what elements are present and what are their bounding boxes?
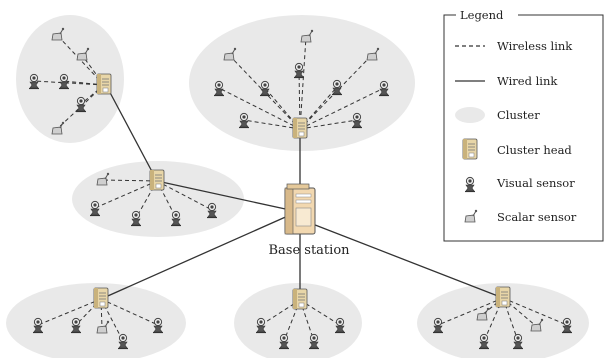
legend-label-wireless: Wireless link bbox=[497, 39, 573, 53]
cluster-top-left bbox=[16, 15, 124, 143]
cluster-bottom-right bbox=[417, 283, 589, 358]
legend-label-scalar-sensor: Scalar sensor bbox=[497, 210, 577, 224]
cluster-head-icon bbox=[96, 73, 112, 95]
cluster-head-icon bbox=[292, 117, 308, 139]
legend-label-visual-sensor: Visual sensor bbox=[496, 176, 575, 190]
cluster-head-icon bbox=[149, 169, 165, 191]
cluster-head-icon bbox=[495, 286, 511, 308]
cluster-head-icon bbox=[292, 288, 308, 310]
cluster-bottom-left bbox=[6, 283, 186, 358]
legend-label-wired: Wired link bbox=[497, 74, 558, 88]
legend-label-cluster-head: Cluster head bbox=[497, 143, 572, 157]
cluster-head-icon bbox=[93, 287, 109, 309]
legend-title: Legend bbox=[460, 8, 504, 22]
legend-label-cluster: Cluster bbox=[497, 108, 540, 122]
legend: Legend Wireless link Wired link Cluster … bbox=[443, 8, 604, 242]
cluster-bottom-center bbox=[234, 283, 362, 358]
base-station bbox=[284, 183, 316, 235]
cluster-head-icon bbox=[462, 138, 478, 160]
cluster-ellipse-icon bbox=[455, 107, 485, 123]
base-station-label: Base station bbox=[268, 243, 350, 258]
wired-links bbox=[100, 84, 504, 300]
